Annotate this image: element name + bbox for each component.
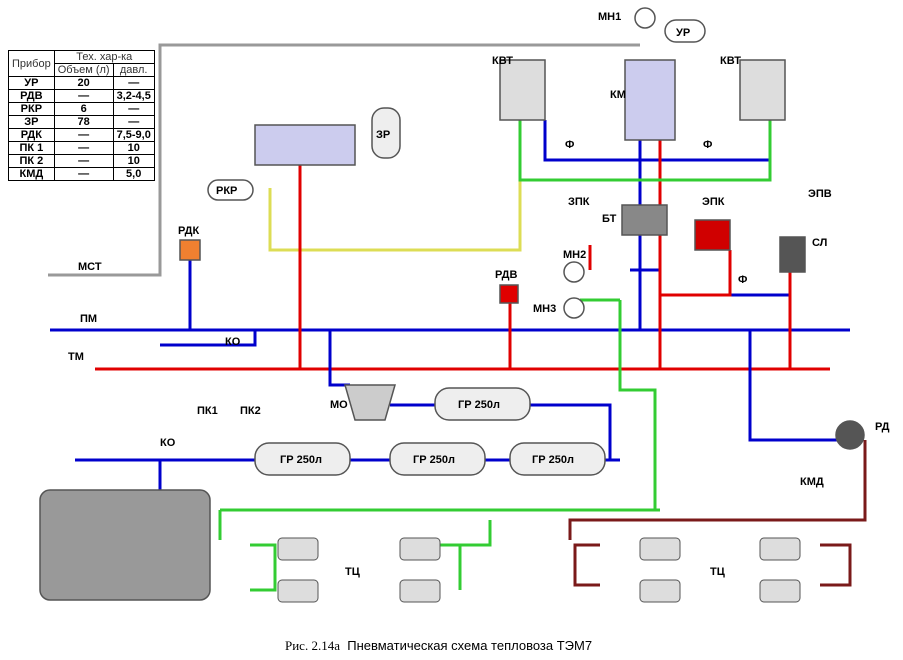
label-mo: МО — [330, 399, 348, 411]
label-kvt-1: КВТ — [492, 55, 513, 67]
label-kvt-2: КВТ — [720, 55, 741, 67]
epk-valve — [694, 219, 731, 251]
cylinder-line — [218, 120, 772, 592]
main-reservoir-2 — [389, 442, 486, 476]
label-f1: Ф — [565, 139, 574, 151]
label-kmd: КМД — [800, 476, 824, 488]
table-row: КМД—5,0 — [8, 167, 155, 181]
label-bt: БТ — [602, 213, 617, 225]
label-tm: ТМ — [68, 351, 84, 363]
label-pk1: ПК1 — [197, 405, 218, 417]
label-gr-2: ГР 250л — [413, 454, 455, 466]
header-pressure: давл. — [112, 63, 155, 77]
label-gr-4: ГР 250л — [458, 399, 500, 411]
rdk-regulator — [179, 239, 201, 261]
label-ko-1: КО — [225, 336, 241, 348]
compressor — [39, 489, 211, 601]
label-gr-3: ГР 250л — [532, 454, 574, 466]
aux-reservoir — [371, 107, 401, 159]
kvt-left — [499, 59, 546, 121]
brake-branches — [298, 140, 792, 369]
label-tc-2: ТЦ — [710, 566, 725, 578]
rkr-reservoir — [207, 179, 254, 201]
sl-device — [779, 236, 806, 273]
header-device: Прибор — [8, 50, 55, 77]
brake-cylinders — [277, 537, 801, 603]
reservoirs — [39, 7, 865, 601]
kvt-right — [739, 59, 786, 121]
label-mn1: МН1 — [598, 11, 621, 23]
label-pm: ПМ — [80, 313, 97, 325]
rd-device — [835, 420, 865, 450]
caption-title: Пневматическая схема тепловоза ТЭМ7 — [347, 638, 593, 653]
label-mn2: МН2 — [563, 249, 586, 261]
label-zpk: ЗПК — [568, 196, 590, 208]
table-row: ПК 2—10 — [8, 154, 155, 168]
label-f2: Ф — [703, 139, 712, 151]
label-zr: ЗР — [376, 129, 390, 141]
label-epv: ЭПВ — [808, 188, 832, 200]
label-rkr: РКР — [216, 185, 237, 197]
label-rd: РД — [875, 421, 890, 433]
label-rdv: РДВ — [495, 269, 517, 281]
label-epk: ЭПК — [702, 196, 725, 208]
label-mst: МСТ — [78, 261, 102, 273]
table-row: РДК—7,5-9,0 — [8, 128, 155, 142]
label-gr-1: ГР 250л — [280, 454, 322, 466]
figure-caption: Рис. 2.14а Пневматическая схема тепловоз… — [285, 638, 592, 654]
header-volume: Объем (л) — [53, 63, 114, 77]
label-pk2: ПК2 — [240, 405, 261, 417]
main-reservoir-4 — [434, 387, 531, 421]
label-mn3: МН3 — [533, 303, 556, 315]
gauge-mn1 — [634, 7, 656, 29]
label-ko-2: КО — [160, 437, 176, 449]
main-reservoir-3 — [509, 442, 606, 476]
bt-block — [621, 204, 668, 236]
label-rdk: РДК — [178, 225, 199, 237]
main-reservoir-1 — [254, 442, 351, 476]
signal-line — [48, 43, 640, 277]
header-group: Тех. хар-ка — [53, 50, 155, 64]
table-row: ПК 1—10 — [8, 141, 155, 155]
table-row: РДВ—3,2-4,5 — [8, 89, 155, 103]
label-sl: СЛ — [812, 237, 827, 249]
independent-line — [568, 440, 867, 587]
label-f3: Ф — [738, 274, 747, 286]
control-line-yellow — [268, 120, 522, 252]
label-tc-1: ТЦ — [345, 566, 360, 578]
caption-prefix: Рис. 2.14а — [285, 638, 340, 653]
km-crane — [624, 59, 676, 141]
label-ur: УР — [676, 27, 690, 39]
rdv-regulator — [499, 284, 519, 304]
air-distributor — [254, 124, 356, 166]
gauge-mn3 — [563, 297, 585, 319]
label-km: КМ — [610, 89, 626, 101]
ur-reservoir — [664, 19, 706, 43]
gauge-mn2 — [563, 261, 585, 283]
mo-separator — [344, 384, 396, 421]
